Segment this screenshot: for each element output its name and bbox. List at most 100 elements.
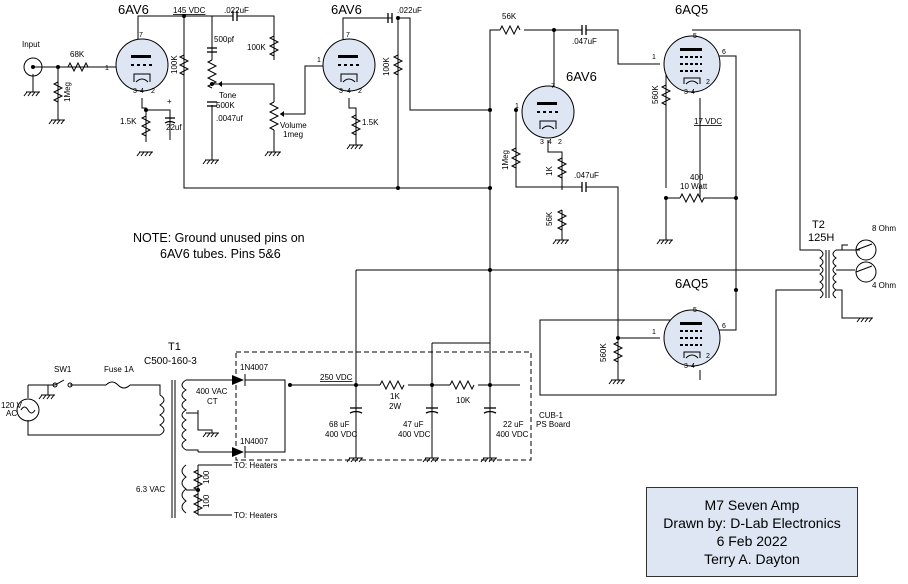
- tube-6av6-1: [115, 38, 169, 92]
- component-label: 1meg: [283, 130, 303, 139]
- resistor-56k-top: [499, 24, 521, 36]
- pin-number: 3: [540, 139, 544, 146]
- pin-numbers: 7 1 3 4 2 7 1 3 4 2 7 1 3 4 2 5 1 6 3 4 …: [105, 32, 726, 370]
- resistor-100k-a: [178, 54, 190, 76]
- component-label: 100K: [382, 57, 391, 76]
- component-label: T1: [168, 341, 181, 353]
- pin-number: 5: [693, 307, 697, 314]
- component-label: 22uf: [166, 123, 182, 132]
- pin-number: 4: [347, 88, 351, 95]
- title-block-line-4: Terry A. Dayton: [704, 551, 800, 567]
- diode-1n4007-a: [232, 374, 252, 386]
- pin-number: 4: [691, 89, 695, 96]
- pin-number: 4: [140, 88, 144, 95]
- component-label: .022uF: [224, 6, 249, 15]
- resistor-100k-c: [392, 54, 404, 76]
- pin-number: 5: [693, 33, 697, 40]
- component-label: 10 Watt: [680, 182, 708, 191]
- component-label: .047uF: [572, 37, 597, 46]
- component-label: 100: [202, 494, 211, 508]
- component-label: Tone: [219, 91, 237, 100]
- component-label: 1.5K: [362, 118, 379, 127]
- component-label: 56K: [545, 211, 554, 226]
- note-line-1: NOTE: Ground unused pins on: [133, 231, 305, 245]
- component-label: 400: [690, 173, 704, 182]
- component-label: CUB-1: [539, 411, 564, 420]
- component-labels: Input 68K 1Meg 100K 1.5K 22uf + 145 VDC …: [1, 6, 896, 520]
- resistor-1k-2w: [379, 379, 405, 391]
- tube-label-5: 6AQ5: [675, 276, 708, 291]
- pin-number: 6: [722, 49, 726, 56]
- component-label: +: [167, 97, 172, 106]
- pin-number: 2: [706, 79, 710, 86]
- tube-6av6-2: [322, 38, 376, 92]
- component-label: 1N4007: [240, 437, 269, 446]
- diode-1n4007-b: [232, 446, 256, 458]
- resistor-1meg-b: [510, 147, 522, 169]
- pin-number: 2: [706, 353, 710, 360]
- pot-wipers: [218, 81, 290, 117]
- capacitor-047-b: [581, 182, 587, 192]
- component-label: 500K: [216, 101, 235, 110]
- component-label: 100: [202, 470, 211, 484]
- component-label: 68 uF: [329, 420, 350, 429]
- pin-number: 7: [551, 83, 555, 90]
- resistor-100-b: [192, 493, 204, 515]
- tube-6aq5-2: [663, 309, 721, 367]
- tube-label-2: 6AV6: [331, 2, 362, 17]
- title-block-line-1: M7 Seven Amp: [704, 497, 800, 513]
- ac-source: [16, 398, 40, 422]
- title-block: M7 Seven Amp Drawn by: D-Lab Electronics…: [646, 487, 858, 577]
- resistor-560k-a: [660, 84, 672, 106]
- output-transformer-t2: [819, 249, 837, 299]
- resistor-400: [679, 192, 708, 204]
- pin-number: 2: [558, 139, 562, 146]
- component-label: 100K: [247, 43, 266, 52]
- component-label: 56K: [502, 12, 517, 21]
- component-label: 400 VDC: [325, 430, 358, 439]
- component-label: 400 VAC: [196, 387, 228, 396]
- tube-label-1: 6AV6: [118, 2, 149, 17]
- component-label: 400 VDC: [398, 430, 431, 439]
- pin-number: 1: [515, 103, 519, 110]
- component-label: SW1: [54, 365, 72, 374]
- component-label: 1K: [390, 392, 400, 401]
- pin-number: 1: [105, 65, 109, 72]
- resistor-1-5k-b: [350, 114, 362, 136]
- pin-number: 2: [151, 88, 155, 95]
- pin-number: 3: [684, 89, 688, 96]
- component-label: 145 VDC: [173, 6, 206, 15]
- component-label: 560K: [599, 343, 608, 362]
- component-label: T2: [812, 219, 825, 231]
- capacitor-047-a: [581, 25, 587, 35]
- component-label: TO: Heaters: [234, 511, 277, 520]
- pin-number: 6: [722, 323, 726, 330]
- component-label: 22 uF: [503, 420, 524, 429]
- power-transformer-t1: [159, 379, 199, 518]
- component-label: 1.5K: [120, 117, 137, 126]
- pin-number: 4: [548, 139, 552, 146]
- input-jack: [23, 57, 43, 77]
- component-label: CT: [207, 397, 218, 406]
- tube-label-3: 6AV6: [566, 69, 597, 84]
- pin-number: 3: [684, 363, 688, 370]
- tube-labels: 6AV6 6AV6 6AV6 6AQ5 6AQ5: [118, 2, 708, 291]
- resistor-1k: [556, 157, 568, 179]
- resistors: [52, 24, 708, 515]
- pin-number: 7: [346, 32, 350, 39]
- tube-6av6-3: [521, 85, 575, 139]
- component-label: Volume: [280, 121, 307, 130]
- component-label: 560K: [651, 85, 660, 104]
- pin-number: 4: [691, 363, 695, 370]
- junction-dots: [56, 14, 738, 492]
- component-label: 4 Ohm: [872, 281, 896, 290]
- component-label: Input: [22, 40, 41, 49]
- component-label: 250 VDC: [320, 373, 353, 382]
- pin-number: 3: [133, 88, 137, 95]
- capacitors: [164, 11, 587, 414]
- note-line-2: 6AV6 tubes. Pins 5&6: [160, 247, 281, 261]
- speaker-jack-4ohm: [855, 261, 877, 283]
- switch-sw1: [52, 382, 73, 388]
